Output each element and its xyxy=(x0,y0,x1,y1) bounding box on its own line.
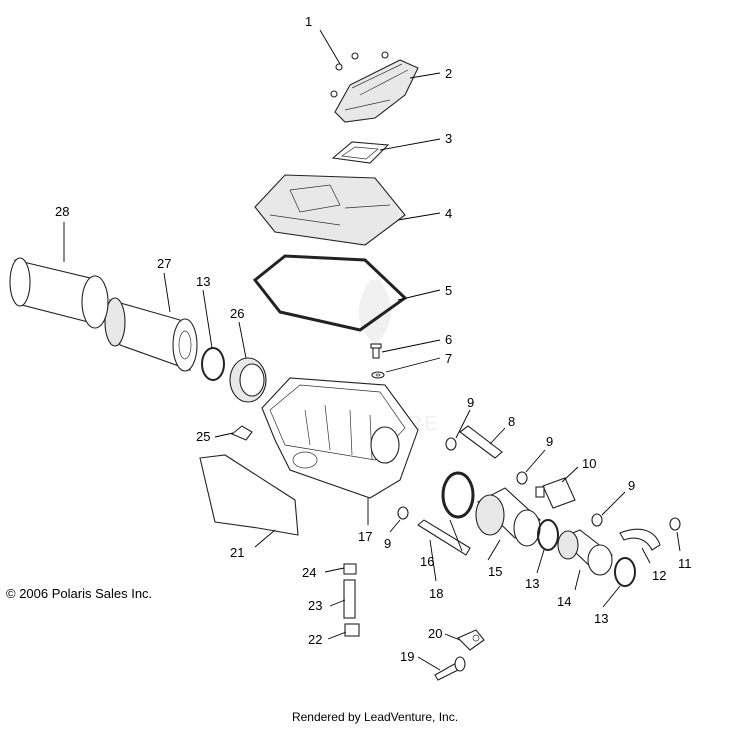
part-26-coupler xyxy=(229,357,267,403)
callout-25: 25 xyxy=(196,429,210,444)
callout-2: 2 xyxy=(445,66,452,81)
callout-13a: 13 xyxy=(196,274,210,289)
part-13-clamp-middle xyxy=(537,519,559,551)
part-19-pin xyxy=(434,656,466,681)
callout-12: 12 xyxy=(652,568,666,583)
leader-lines xyxy=(63,29,681,671)
callout-28: 28 xyxy=(55,204,69,219)
callout-13b: 13 xyxy=(525,576,539,591)
part-2-intake-duct xyxy=(334,59,419,123)
callout-8: 8 xyxy=(508,414,515,429)
callout-7: 7 xyxy=(445,351,452,366)
part-3-gasket xyxy=(331,141,390,164)
part-18-rod xyxy=(417,519,471,556)
callout-11: 11 xyxy=(678,556,692,571)
callout-9d: 9 xyxy=(384,536,391,551)
callout-27: 27 xyxy=(157,256,171,271)
part-9-caps xyxy=(397,437,603,527)
part-25-clip xyxy=(230,425,253,441)
callout-23: 23 xyxy=(308,598,322,613)
part-20-bracket xyxy=(457,629,485,651)
callout-16: 16 xyxy=(420,554,434,569)
part-8-tube xyxy=(459,425,503,459)
callout-18: 18 xyxy=(429,586,443,601)
callout-21: 21 xyxy=(230,545,244,560)
callout-15: 15 xyxy=(488,564,502,579)
callout-22: 22 xyxy=(308,632,322,647)
copyright-notice: © 2006 Polaris Sales Inc. xyxy=(6,586,153,601)
part-28-prefilter xyxy=(9,257,109,329)
callout-17: 17 xyxy=(358,529,372,544)
part-22-drain-clamp xyxy=(344,623,360,637)
callout-3: 3 xyxy=(445,131,452,146)
part-14-boot xyxy=(557,529,613,576)
part-24-cap xyxy=(343,563,357,575)
callout-5: 5 xyxy=(445,283,452,298)
part-27-filter-element xyxy=(104,297,198,372)
callout-10: 10 xyxy=(582,456,596,471)
part-23-drain-tube xyxy=(343,579,356,619)
part-12-hose xyxy=(619,528,661,551)
callout-24: 24 xyxy=(302,565,316,580)
part-16-oring xyxy=(441,471,475,519)
part-15-adapter xyxy=(475,487,541,547)
callout-1: 1 xyxy=(305,14,312,29)
callout-19: 19 xyxy=(400,649,414,664)
part-4-airbox-cover xyxy=(254,174,406,246)
callout-14: 14 xyxy=(557,594,571,609)
part-10-breather xyxy=(535,477,576,509)
callout-4: 4 xyxy=(445,206,452,221)
callout-9b: 9 xyxy=(546,434,553,449)
part-7-washer xyxy=(371,371,385,379)
part-11-cap xyxy=(669,517,681,531)
part-13-clamp-right xyxy=(614,557,636,587)
callout-labels: 1 2 3 4 5 6 7 8 9 9 9 9 10 11 12 13 13 1… xyxy=(55,14,692,664)
callout-9a: 9 xyxy=(467,395,474,410)
callout-13c: 13 xyxy=(594,611,608,626)
callout-6: 6 xyxy=(445,332,452,347)
callout-20: 20 xyxy=(428,626,442,641)
part-6-bolt xyxy=(370,343,382,359)
callout-26: 26 xyxy=(230,306,244,321)
footer-credit: Rendered by LeadVenture, Inc. xyxy=(291,710,459,724)
callout-9c: 9 xyxy=(628,478,635,493)
part-17-airbox xyxy=(261,377,419,499)
part-13-clamp-left xyxy=(201,347,225,381)
part-1-screws xyxy=(330,51,389,98)
part-21-filter-panel xyxy=(199,454,299,536)
